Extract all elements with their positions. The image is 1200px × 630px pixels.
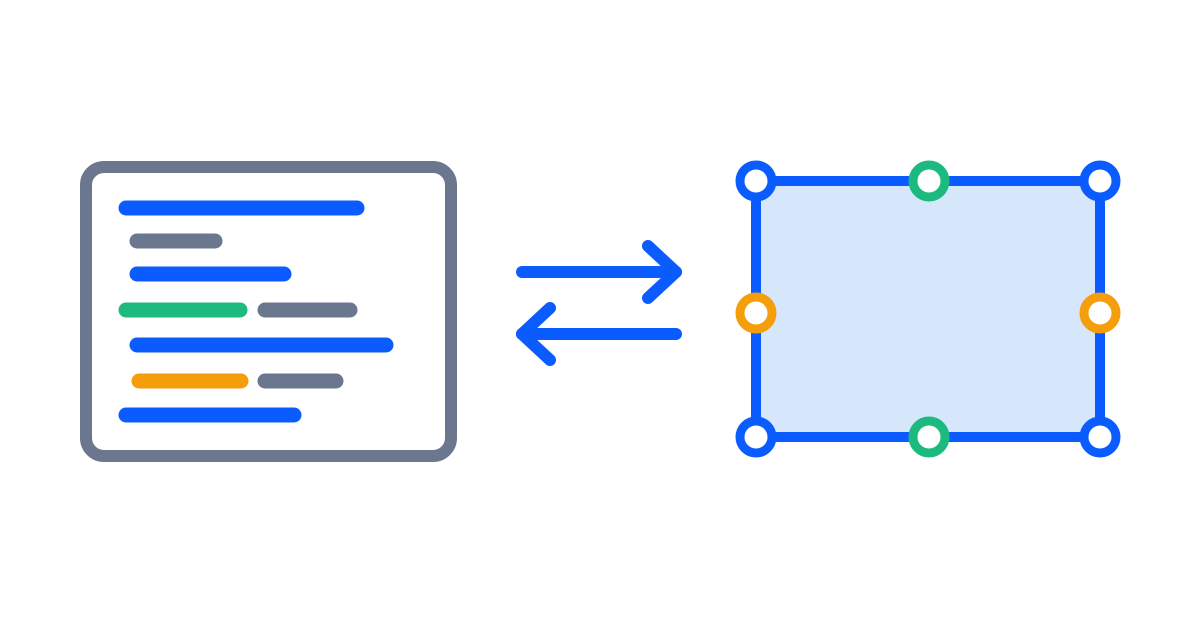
handle-top-center [908,160,950,202]
handle-middle-left [735,292,777,334]
handle-bottom-center [908,416,950,458]
code-document-icon [80,161,457,462]
frame-handles [735,160,1121,458]
resizable-frame-icon [735,160,1121,458]
handle-top-right [1079,160,1121,202]
frame-box [751,176,1105,442]
handle-bottom-right [1079,416,1121,458]
handle-bottom-left [735,416,777,458]
two-way-arrows-icon [516,240,682,366]
handle-middle-right [1079,292,1121,334]
code-lines [118,200,394,423]
handle-top-left [735,160,777,202]
arrow-right-icon [516,240,682,304]
arrow-left-icon [516,302,682,366]
